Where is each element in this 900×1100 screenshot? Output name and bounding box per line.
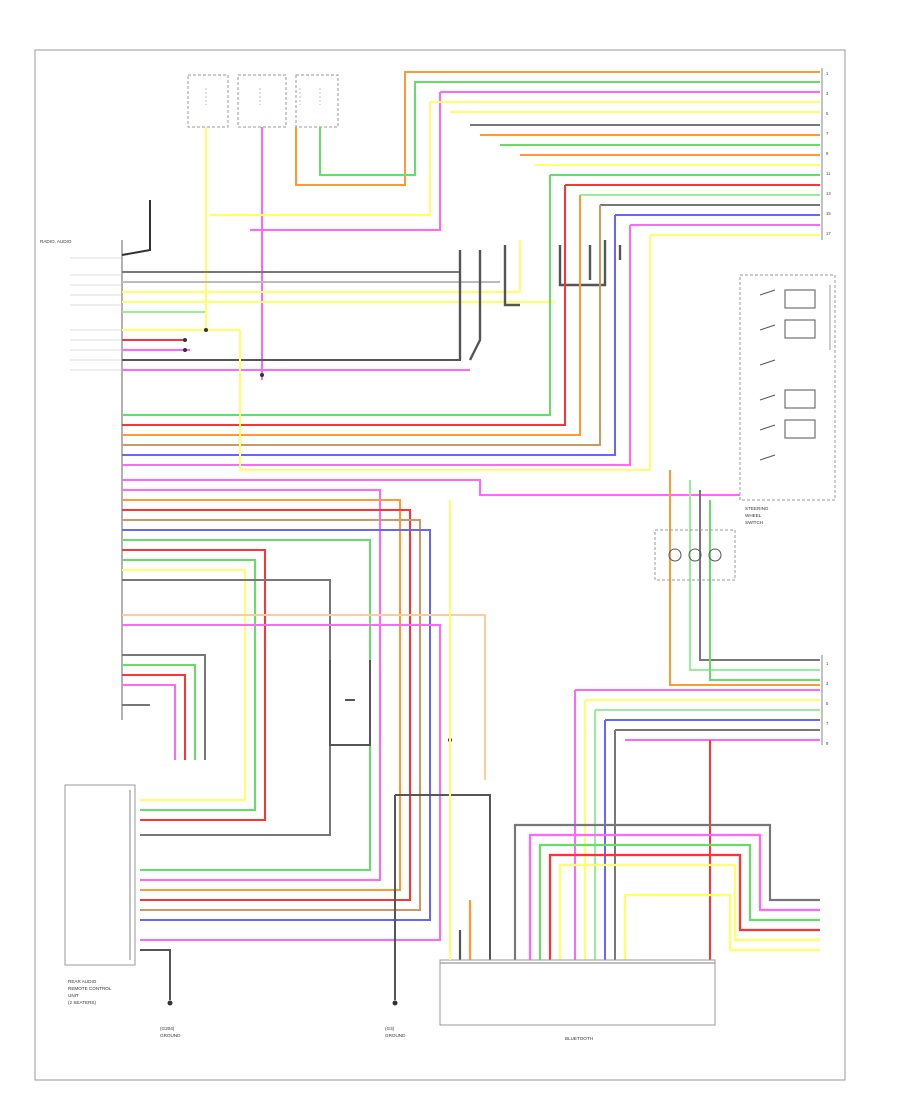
right-connector-top: 1 3 5 7 9 11 13 15 17 xyxy=(821,68,831,240)
speaker-wires xyxy=(122,240,555,371)
fuse-box-2 xyxy=(237,74,287,128)
bluetooth-box xyxy=(439,959,716,1026)
svg-text:13: 13 xyxy=(826,191,831,196)
svg-text:3: 3 xyxy=(826,91,829,96)
left-connector-label-2: REMOTE CONTROL xyxy=(68,986,112,991)
center-bundle xyxy=(458,240,622,361)
svg-text:1: 1 xyxy=(826,71,829,76)
svg-text:3: 3 xyxy=(826,681,829,686)
ground-symbol-left xyxy=(167,1000,173,1006)
svg-text:17: 17 xyxy=(826,231,831,236)
diagram-frame xyxy=(34,49,846,1081)
svg-text:15: 15 xyxy=(826,211,831,216)
steering-switch-label-3: SWITCH xyxy=(745,520,763,525)
fuse-wires xyxy=(205,71,820,380)
ground-symbol-mid xyxy=(392,1000,398,1006)
antenna-lead xyxy=(121,200,151,256)
svg-text:5: 5 xyxy=(826,111,829,116)
svg-text:11: 11 xyxy=(826,171,831,176)
ground-leads xyxy=(140,794,491,1000)
lower-radio-wires xyxy=(122,479,740,941)
ground-left-label-2: GROUND xyxy=(160,1033,181,1038)
svg-text:9: 9 xyxy=(826,151,829,156)
svg-text:5: 5 xyxy=(826,701,829,706)
fuse-box-1 xyxy=(187,74,229,128)
ground-mid-label-2: GROUND xyxy=(385,1033,406,1038)
bluetooth-label: BLUETOOTH xyxy=(565,1036,593,1041)
rear-audio-connector xyxy=(64,784,136,966)
svg-text:7: 7 xyxy=(826,721,829,726)
mid-connector-wires xyxy=(122,175,651,471)
radio-unit-label-1: RADIO, AUDIO xyxy=(40,239,72,244)
right-connector-bottom: 1 3 5 7 9 xyxy=(821,655,829,746)
svg-text:9: 9 xyxy=(826,741,829,746)
steering-switch-block xyxy=(739,274,836,501)
steering-switch-label-1: STEERING xyxy=(745,506,769,511)
ground-mid-label-1: (G3) xyxy=(385,1026,395,1031)
top-right-harness xyxy=(210,91,820,236)
steering-switch-label-2: WHEEL xyxy=(745,513,762,518)
left-connector-label-4: (2 SEATERS) xyxy=(68,1000,96,1005)
fuse-box-3 xyxy=(295,74,339,128)
twisted-pair xyxy=(329,660,371,746)
fuse-box-group xyxy=(187,74,339,128)
left-connector-label-3: UNIT xyxy=(68,993,79,998)
ground-left-label-1: (G204) xyxy=(160,1026,175,1031)
left-connector-label-1: REAR AUDIO xyxy=(68,979,97,984)
svg-text:7: 7 xyxy=(826,131,829,136)
svg-text:1: 1 xyxy=(826,661,829,666)
radio-unit-connector xyxy=(70,240,123,720)
junction-dots xyxy=(183,328,452,742)
bluetooth-wires xyxy=(458,823,820,960)
steering-connector-wires xyxy=(574,470,820,960)
rear-radio-wires xyxy=(122,654,206,760)
combination-switch xyxy=(654,529,736,581)
